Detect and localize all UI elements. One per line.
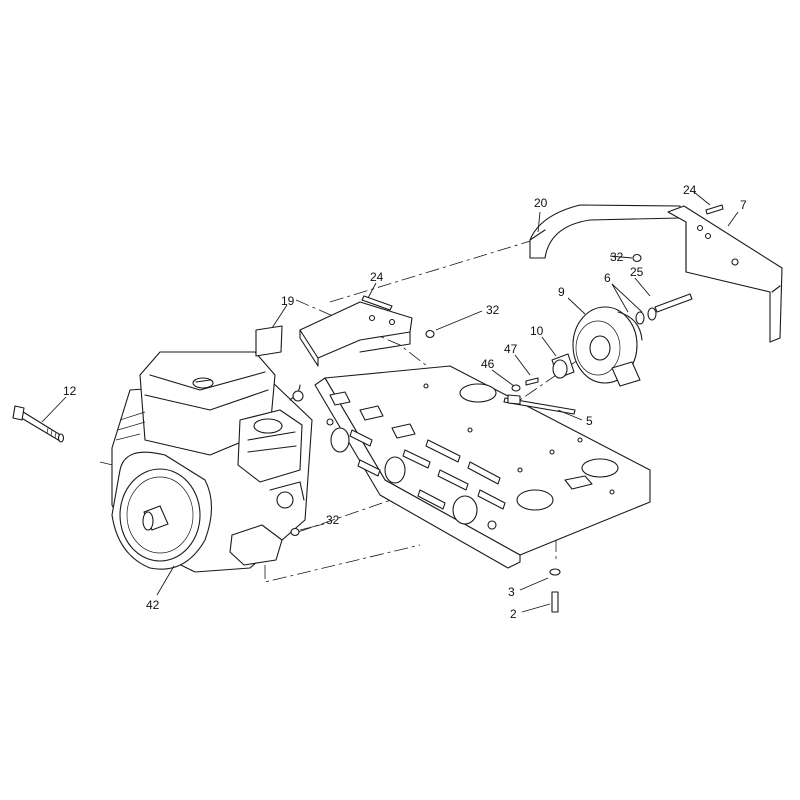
- washer-part-3: [549, 568, 561, 576]
- callout-42: 42: [146, 598, 160, 612]
- fitting-part-12: [12, 405, 65, 443]
- nut-part-32-right: [632, 253, 642, 263]
- callout-19: 19: [281, 294, 295, 308]
- callout-32-right: 32: [610, 250, 624, 264]
- callouts: 12 19 24 32 20 24 7 32 25 6 9 10 47 46 5…: [63, 183, 747, 621]
- washers-part-6: [635, 307, 657, 325]
- callout-24-right: 24: [683, 183, 697, 197]
- callout-2: 2: [510, 607, 517, 621]
- rod-part-5: [503, 394, 576, 415]
- callout-47: 47: [504, 342, 518, 356]
- callout-9: 9: [558, 285, 565, 299]
- engine-deck-plate: [314, 365, 651, 569]
- callout-25: 25: [630, 265, 644, 279]
- callout-32-lower: 32: [326, 513, 340, 527]
- bolt-part-25: [654, 293, 693, 313]
- callout-10: 10: [530, 324, 544, 338]
- bolt-part-2: [551, 591, 559, 613]
- mount-bracket: [299, 295, 413, 367]
- bolt-part-24-right: [705, 204, 724, 215]
- callout-46: 46: [481, 357, 495, 371]
- nut-part-32-lower: [290, 527, 300, 537]
- callout-7: 7: [740, 198, 747, 212]
- callout-32-middle: 32: [486, 303, 500, 317]
- decal-part-19: [255, 325, 283, 357]
- plate-part-7: [667, 205, 783, 343]
- spacer-part-10: [551, 353, 575, 379]
- nut-part-32-middle: [425, 329, 435, 339]
- callout-20: 20: [534, 196, 548, 210]
- callout-24-left: 24: [370, 270, 384, 284]
- callout-5: 5: [586, 414, 593, 428]
- callout-12: 12: [63, 384, 77, 398]
- callout-6: 6: [604, 271, 611, 285]
- leader-lines: [41, 191, 739, 613]
- hardware-part-46-47: [511, 377, 539, 392]
- engine: [111, 351, 313, 573]
- clutch-part-9: [572, 306, 643, 387]
- callout-3: 3: [508, 585, 515, 599]
- bracket-part-20: [529, 204, 681, 259]
